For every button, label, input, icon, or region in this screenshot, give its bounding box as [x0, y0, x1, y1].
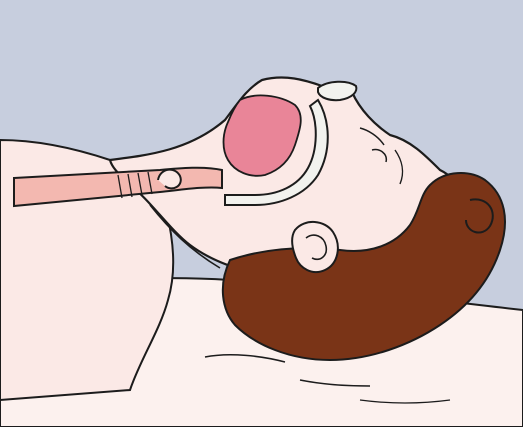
ear [292, 222, 338, 272]
airway-flange [318, 82, 356, 100]
